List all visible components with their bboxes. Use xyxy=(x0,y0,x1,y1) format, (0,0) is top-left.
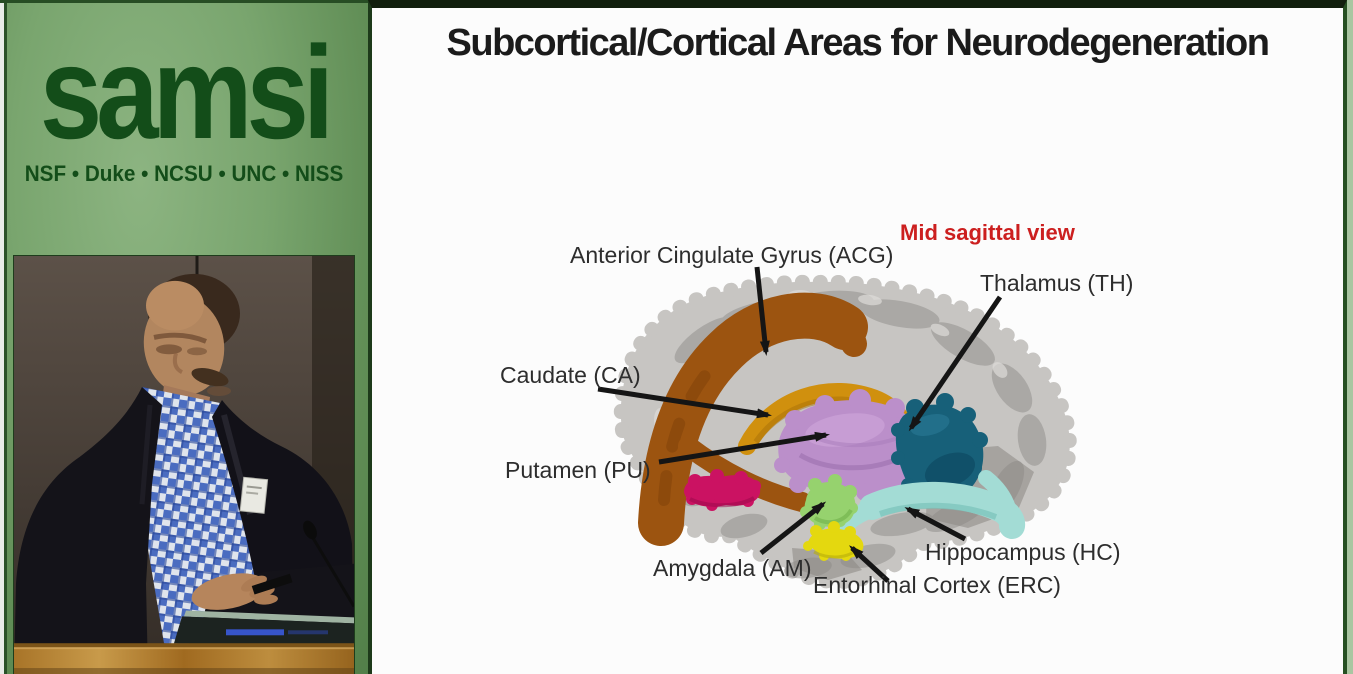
label-mid-sagittal-view: Mid sagittal view xyxy=(900,220,1075,245)
finger xyxy=(254,594,278,605)
label-amygdala: Amygdala (AM) xyxy=(653,555,812,581)
arrow-amygdala xyxy=(759,501,827,555)
speaker-video xyxy=(14,256,354,674)
region-pink-nucleus xyxy=(684,469,761,511)
mouth-shadow xyxy=(207,386,231,396)
eye-shadow2 xyxy=(187,347,207,356)
jacket-left xyxy=(14,387,162,674)
samsi-logo-subtitle: NSF • Duke • NCSU • UNC • NISS xyxy=(24,161,344,186)
name-tag xyxy=(239,476,269,514)
brain-figure: Anterior Cingulate Gyrus (ACG) Mid sagit… xyxy=(372,8,1343,674)
laptop-lid-edge xyxy=(184,610,354,624)
label-putamen: Putamen (PU) xyxy=(505,457,651,483)
lapel-left xyxy=(139,404,153,505)
nose-shadow xyxy=(172,352,184,374)
frame-right-edge xyxy=(1347,0,1353,674)
brow-shadow xyxy=(153,332,207,344)
finger xyxy=(241,575,267,592)
annotation-arrows xyxy=(597,266,1003,583)
arrow-acg xyxy=(754,266,770,356)
label-caudate: Caudate (CA) xyxy=(500,362,641,388)
laptop-led2 xyxy=(288,630,328,635)
speaker xyxy=(14,273,354,674)
region-amygdala xyxy=(800,474,858,530)
presenter-clicker xyxy=(251,573,293,595)
samsi-panel: samsi NSF • Duke • NCSU • UNC • NISS xyxy=(0,0,368,674)
arrow-caudate xyxy=(597,386,772,419)
label-anterior-cingulate-gyrus: Anterior Cingulate Gyrus (ACG) xyxy=(570,242,894,268)
samsi-logo: samsi xyxy=(39,19,334,166)
label-hippocampus: Hippocampus (HC) xyxy=(925,539,1121,565)
arrow-hippocampus xyxy=(904,506,967,542)
brain-diagram xyxy=(597,266,1077,590)
slide: Subcortical/Cortical Areas for Neurodege… xyxy=(368,0,1347,674)
label-thalamus: Thalamus (TH) xyxy=(980,270,1134,296)
mustache xyxy=(191,368,229,387)
panel-left-edge-dark xyxy=(4,3,7,674)
podium xyxy=(14,610,354,674)
slide-title: Subcortical/Cortical Areas for Neurodege… xyxy=(446,22,1270,64)
arrow-entorhinal xyxy=(849,545,890,583)
laptop-led xyxy=(226,629,284,636)
region-entorhinal-cortex xyxy=(803,521,864,561)
arrow-putamen xyxy=(658,431,830,465)
panel-left-edge xyxy=(0,3,4,674)
region-hippocampus xyxy=(837,470,1026,539)
bald-forehead xyxy=(146,280,204,331)
speaker-video-art xyxy=(14,256,354,674)
label-entorhinal-cortex: Entorhinal Cortex (ERC) xyxy=(813,572,1061,598)
microphone xyxy=(303,520,354,608)
arrow-thalamus xyxy=(908,295,1003,432)
eye-shadow xyxy=(156,344,182,355)
